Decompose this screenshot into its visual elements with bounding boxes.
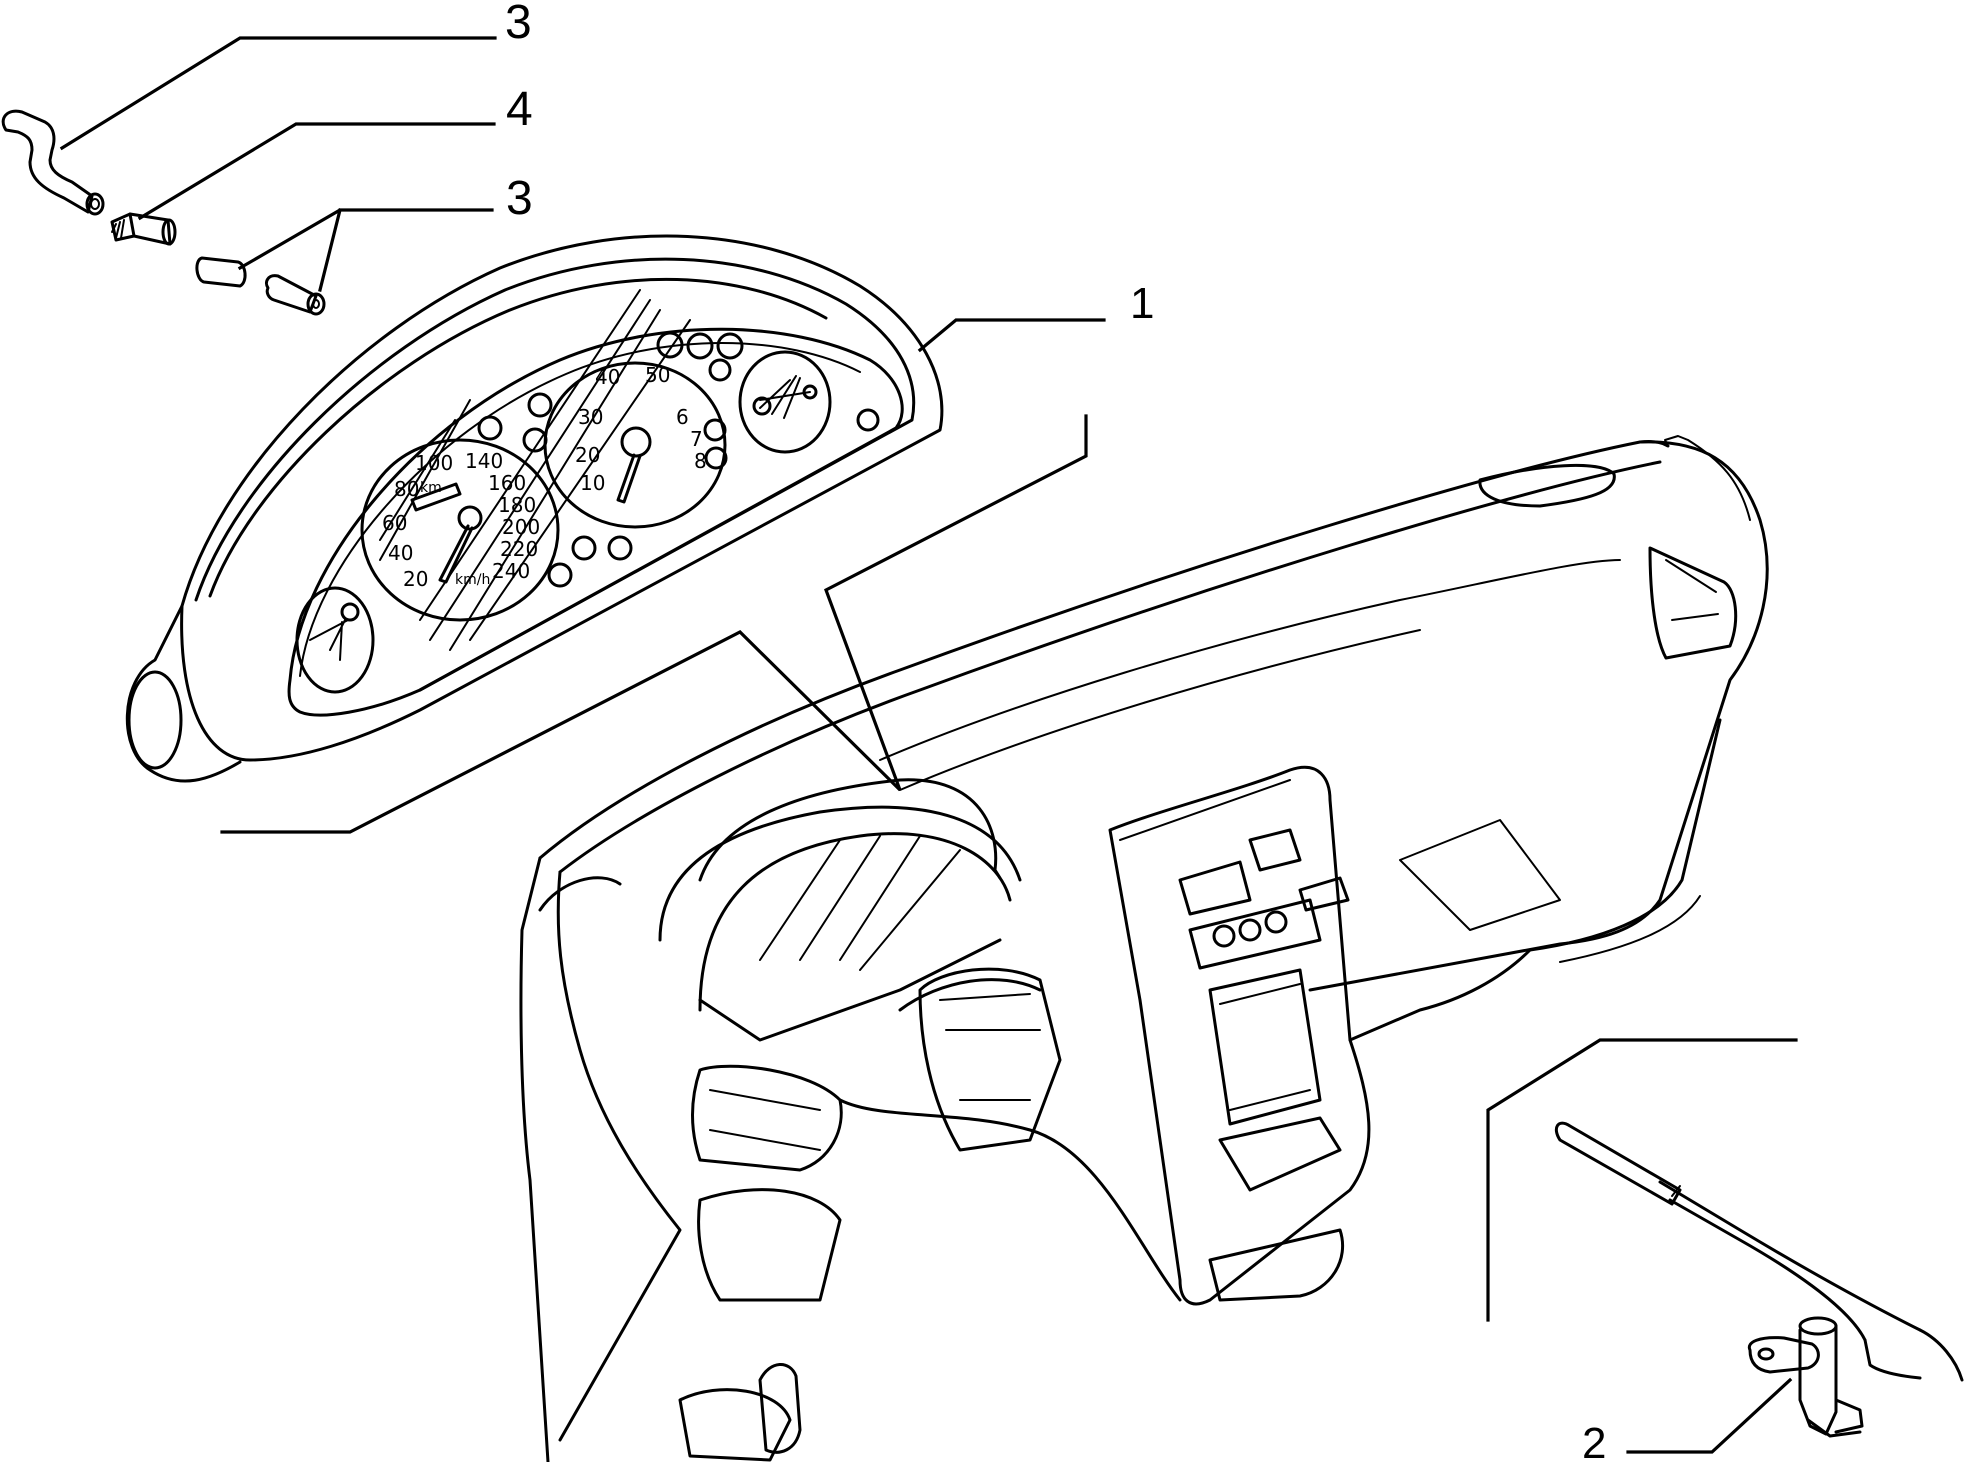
cluster-hood bbox=[698, 778, 1002, 882]
bulb-holder-cable bbox=[1, 109, 105, 216]
speed-label-220: 220 bbox=[500, 537, 538, 561]
callout-3-mid: 3 bbox=[506, 172, 533, 225]
speedometer-numbers: 20 40 60 80 100 140 160 180 200 220 240 … bbox=[382, 449, 540, 591]
right-air-vent bbox=[1648, 546, 1738, 660]
rpm-label-40: 40 bbox=[595, 365, 620, 389]
callout-4: 4 bbox=[506, 83, 533, 136]
speed-label-100: 100 bbox=[415, 451, 453, 475]
bulb-part bbox=[110, 212, 177, 246]
callout-1: 1 bbox=[1130, 279, 1154, 328]
bulb-socket-part-a bbox=[195, 256, 247, 288]
speed-label-240: 240 bbox=[492, 559, 530, 583]
speed-label-160: 160 bbox=[488, 471, 526, 495]
center-console bbox=[1108, 765, 1371, 1306]
dashboard bbox=[519, 435, 1769, 1462]
speed-units-label: km/h bbox=[455, 572, 490, 588]
rpm-label-6: 6 bbox=[676, 405, 689, 429]
speed-label-200: 200 bbox=[502, 515, 540, 539]
top-right-vent-slot bbox=[1478, 463, 1616, 508]
callout-3-top: 3 bbox=[505, 0, 532, 49]
tachometer-numbers: 10 20 30 40 50 6 7 8 bbox=[575, 363, 707, 495]
speed-label-20: 20 bbox=[403, 567, 428, 591]
bulb-socket-part-b bbox=[264, 274, 326, 316]
callout-2: 2 bbox=[1582, 1419, 1606, 1462]
rpm-label-30: 30 bbox=[578, 405, 603, 429]
speedometer-needle bbox=[438, 524, 474, 584]
handbrake-lever bbox=[1554, 1121, 1964, 1382]
speed-label-40: 40 bbox=[388, 541, 413, 565]
speed-label-140: 140 bbox=[465, 449, 503, 473]
warning-lamps bbox=[477, 331, 880, 588]
rpm-label-7: 7 bbox=[690, 427, 703, 451]
rpm-label-8: 8 bbox=[694, 449, 707, 473]
speed-label-80: 80 bbox=[394, 477, 419, 501]
speed-label-180: 180 bbox=[498, 493, 536, 517]
rpm-label-50: 50 bbox=[645, 363, 670, 387]
brake-switch bbox=[1747, 1316, 1864, 1438]
left-air-vent bbox=[691, 1064, 843, 1172]
rpm-label-10: 10 bbox=[580, 471, 605, 495]
speed-label-60: 60 bbox=[382, 511, 407, 535]
radio-slot bbox=[1208, 968, 1322, 1126]
rpm-label-20: 20 bbox=[575, 443, 600, 467]
instrument-cluster: 20 40 60 80 100 140 160 180 200 220 240 … bbox=[125, 234, 944, 783]
leader-lines bbox=[59, 36, 1798, 1454]
center-left-vent bbox=[918, 967, 1062, 1152]
tachometer-needle bbox=[616, 453, 642, 504]
odometer-window bbox=[410, 482, 462, 512]
